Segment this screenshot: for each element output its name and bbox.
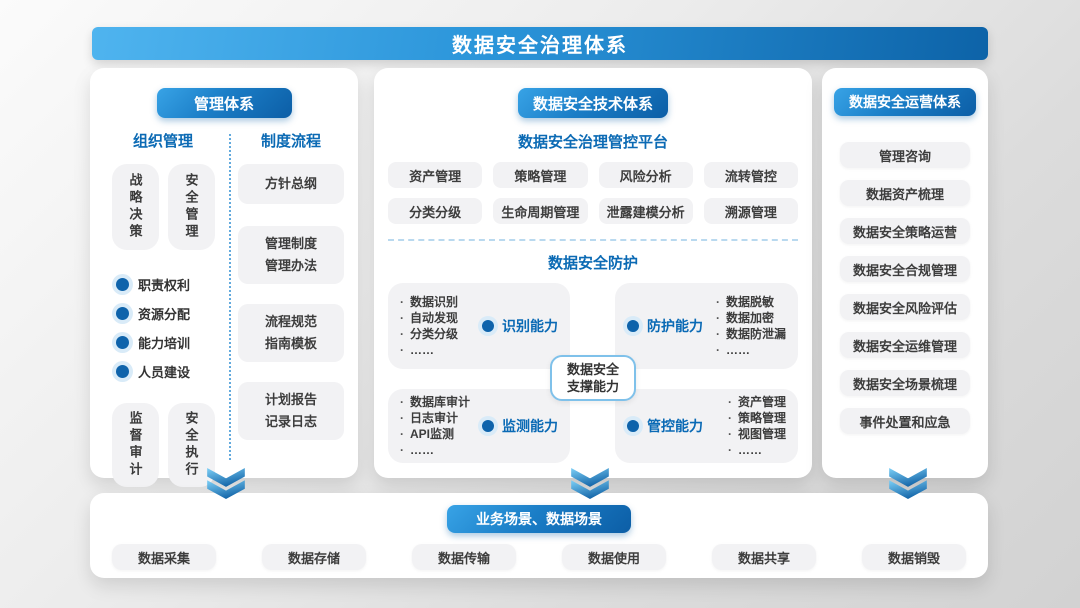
org-bottom-boxes: 监督审计 安全执行: [111, 403, 215, 487]
organization-column: 组织管理 战略决策 安全管理 职责权利 资源分配 能力培训 人员建设 监督审计 …: [102, 130, 224, 487]
platform-item: 生命周期管理: [493, 198, 588, 224]
list-item: 能力培训: [116, 333, 190, 352]
scenario-item: 数据销毁: [862, 544, 966, 570]
platform-item: 风险分析: [598, 162, 693, 188]
org-box-enforce: 安全执行: [167, 403, 215, 487]
capability-quadrants: 数据识别 自动发现 分类分级 …… 识别能力 防护能力 数据脱敏 数据加密 数据…: [374, 283, 812, 463]
bullet-icon: [482, 320, 494, 332]
operations-item: 数据安全场景梳理: [840, 370, 970, 396]
double-down-chevron-icon: [571, 468, 609, 500]
process-box: 计划报告记录日志: [238, 382, 344, 440]
capability-box-control: 管控能力 资产管理 策略管理 视图管理 ……: [615, 389, 798, 463]
double-down-chevron-icon: [207, 468, 245, 500]
bullet-icon: [627, 420, 639, 432]
capability-box-protect: 防护能力 数据脱敏 数据加密 数据防泄漏 ……: [615, 283, 798, 369]
double-down-chevron-icon: [889, 468, 927, 500]
operations-header: 数据安全运营体系: [834, 88, 976, 116]
process-column: 制度流程 方针总纲 管理制度管理办法 流程规范指南模板 计划报告记录日志: [236, 130, 346, 487]
platform-item: 策略管理: [493, 162, 588, 188]
list-item: 资源分配: [116, 304, 190, 323]
operations-item: 数据资产梳理: [840, 180, 970, 206]
bullet-icon: [116, 307, 129, 320]
management-panel: 管理体系 组织管理 战略决策 安全管理 职责权利 资源分配 能力培训 人员建设 …: [90, 68, 358, 487]
bullet-icon: [627, 320, 639, 332]
page-title: 数据安全治理体系: [92, 27, 988, 60]
operations-item: 数据安全策略运营: [840, 218, 970, 244]
bullet-icon: [482, 420, 494, 432]
capability-box-monitor: 数据库审计 日志审计 API监测 …… 监测能力: [388, 389, 570, 463]
technology-panel: 数据安全技术体系 数据安全治理管控平台 资产管理 策略管理 风险分析 流转管控 …: [374, 68, 812, 478]
operations-item: 数据安全风险评估: [840, 294, 970, 320]
platform-item: 泄露建模分析: [598, 198, 693, 224]
platform-item: 资产管理: [388, 162, 483, 188]
scenario-item: 数据使用: [562, 544, 666, 570]
org-box-strategy: 战略决策: [111, 164, 159, 250]
process-box: 方针总纲: [238, 164, 344, 204]
platform-item: 分类分级: [388, 198, 483, 224]
support-capability-box: 数据安全 支撑能力: [550, 355, 636, 401]
bullet-icon: [116, 278, 129, 291]
organization-title: 组织管理: [132, 133, 193, 150]
platform-row-1: 资产管理 策略管理 风险分析 流转管控: [374, 162, 812, 188]
list-item: 职责权利: [116, 275, 190, 294]
org-box-audit: 监督审计: [111, 403, 159, 487]
operations-item: 事件处置和应急: [840, 408, 970, 434]
operations-item: 管理咨询: [840, 142, 970, 168]
platform-row-2: 分类分级 生命周期管理 泄露建模分析 溯源管理: [374, 198, 812, 224]
org-bullet-list: 职责权利 资源分配 能力培训 人员建设: [102, 265, 190, 391]
platform-title: 数据安全治理管控平台: [517, 134, 668, 151]
scenarios-list: 数据采集 数据存储 数据传输 数据使用 数据共享 数据销毁: [90, 544, 988, 570]
capability-box-identify: 数据识别 自动发现 分类分级 …… 识别能力: [388, 283, 570, 369]
org-top-boxes: 战略决策 安全管理: [111, 164, 215, 250]
platform-item: 流转管控: [703, 162, 798, 188]
operations-item: 数据安全合规管理: [840, 256, 970, 282]
dotted-divider: [229, 134, 231, 460]
list-item: 人员建设: [116, 362, 190, 381]
dashed-divider: [388, 239, 798, 241]
protection-title: 数据安全防护: [547, 255, 638, 272]
operations-panel: 数据安全运营体系 管理咨询 数据资产梳理 数据安全策略运营 数据安全合规管理 数…: [822, 68, 988, 478]
platform-item: 溯源管理: [703, 198, 798, 224]
org-box-security-mgmt: 安全管理: [167, 164, 215, 250]
technology-header: 数据安全技术体系: [518, 88, 668, 118]
scenario-item: 数据传输: [412, 544, 516, 570]
process-box: 管理制度管理办法: [238, 226, 344, 284]
scenario-item: 数据存储: [262, 544, 366, 570]
operations-list: 管理咨询 数据资产梳理 数据安全策略运营 数据安全合规管理 数据安全风险评估 数…: [822, 142, 988, 446]
bullet-icon: [116, 365, 129, 378]
management-header: 管理体系: [156, 88, 292, 118]
management-columns: 组织管理 战略决策 安全管理 职责权利 资源分配 能力培训 人员建设 监督审计 …: [90, 130, 358, 487]
operations-item: 数据安全运维管理: [840, 332, 970, 358]
bullet-icon: [116, 336, 129, 349]
process-box: 流程规范指南模板: [238, 304, 344, 362]
scenarios-bar: 业务场景、数据场景 数据采集 数据存储 数据传输 数据使用 数据共享 数据销毁: [90, 493, 988, 578]
process-title: 制度流程: [260, 133, 321, 150]
scenarios-header: 业务场景、数据场景: [447, 505, 631, 533]
scenario-item: 数据采集: [112, 544, 216, 570]
scenario-item: 数据共享: [712, 544, 816, 570]
